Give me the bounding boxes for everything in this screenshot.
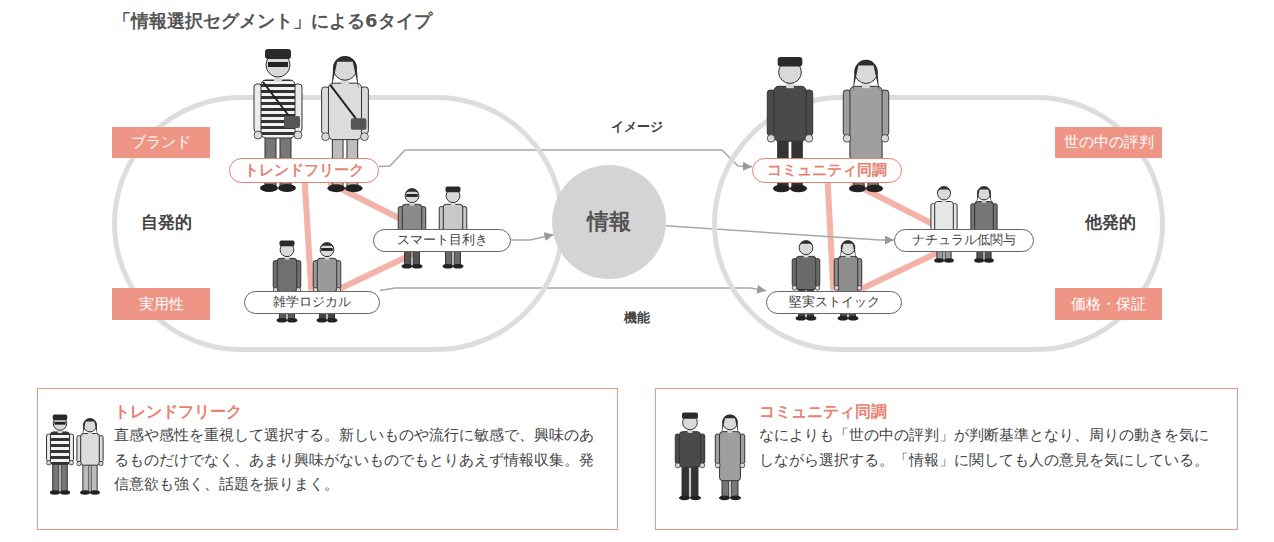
person-figure [675, 413, 704, 501]
box-heading: コミュニティ同調 [759, 401, 1221, 423]
relation-line [305, 183, 312, 291]
node-label: 情報 [587, 207, 631, 237]
type-pill: スマート目利き [373, 229, 511, 252]
type-pill: 堅実ストイック [766, 291, 902, 314]
node-label: ブランド [131, 133, 191, 152]
type-pill: 雑学ロジカル [244, 291, 380, 314]
node-label: 他発的 [1085, 211, 1136, 234]
flow-arrow [666, 226, 894, 240]
flow-arrow [511, 235, 553, 240]
box-heading: トレンドフリーク [114, 401, 601, 423]
node-label: 実用性 [139, 295, 184, 314]
node-label: 世の中の評判 [1064, 133, 1154, 152]
box-body: なによりも「世の中の評判」が判断基準となり、周りの動きを気にしながら選択する。「… [759, 423, 1221, 472]
person-figure [47, 415, 74, 495]
type-pill: コミュニティ同調 [752, 158, 902, 183]
axis-tag: 世の中の評判 [1055, 127, 1162, 158]
node-label: 価格・保証 [1071, 295, 1146, 314]
edge-label: イメージ [608, 118, 666, 136]
type-pill: ナチュラル低関与 [894, 229, 1034, 252]
description-box: トレンドフリーク直感や感性を重視して選択する。新しいものや流行に敏感で、興味のあ… [37, 388, 618, 530]
flow-arrow [380, 288, 766, 291]
person-figure [715, 414, 744, 500]
diagram-title: 「情報選択セグメント」による6タイプ [113, 9, 432, 33]
node-label: コミュニティ同調 [767, 161, 887, 180]
node-label: ナチュラル低関与 [912, 231, 1016, 249]
box-body: 直感や感性を重視して選択する。新しいものや流行に敏感で、興味のあるものだけでなく… [114, 423, 601, 496]
type-pill: トレンドフリーク [229, 158, 379, 183]
node-label: トレンドフリーク [244, 161, 364, 180]
relation-line [858, 252, 940, 291]
node-label: 堅実ストイック [789, 293, 880, 311]
node-label: 自発的 [141, 211, 192, 234]
edge-label: 機能 [621, 309, 653, 327]
axis-tag: 実用性 [112, 288, 210, 320]
node-label: 雑学ロジカル [273, 293, 351, 311]
info-circle: 情報 [552, 165, 666, 279]
flow-arrow [379, 150, 752, 167]
axis-tag: ブランド [112, 127, 210, 158]
axis-tag: 価格・保証 [1055, 288, 1162, 320]
person-figure [77, 418, 103, 495]
node-label: スマート目利き [397, 231, 488, 249]
description-box: コミュニティ同調なによりも「世の中の評判」が判断基準となり、周りの動きを気にしな… [655, 388, 1238, 530]
person-figure [439, 187, 467, 269]
